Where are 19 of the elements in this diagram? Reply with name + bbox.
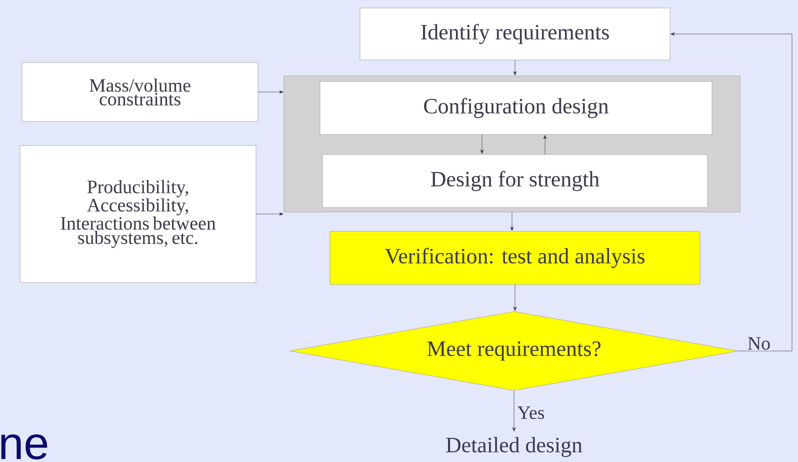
input-box: Mass/volume constraints (22, 62, 258, 122)
edge-label: No (746, 336, 772, 351)
process-box: Identify requirements (360, 8, 670, 60)
arrow (670, 32, 792, 352)
terminal-text: Detailed design (446, 437, 582, 457)
arrow (513, 60, 517, 76)
arrow (256, 212, 284, 216)
slide-text: ne (1, 434, 48, 460)
process-box: Design for strength (322, 154, 708, 208)
edge-label: Yes (516, 405, 546, 420)
arrow (510, 212, 514, 231)
arrow (512, 390, 516, 432)
arrow (258, 90, 284, 94)
input-box: Producibility, Accessibility, Interactions between subsystems, etc. (20, 145, 256, 283)
arrow (513, 284, 517, 311)
verification-box: Verification: test and analysis (330, 231, 700, 285)
arrow (543, 135, 547, 154)
arrow (480, 134, 484, 154)
process-box: Configuration design (320, 81, 712, 135)
